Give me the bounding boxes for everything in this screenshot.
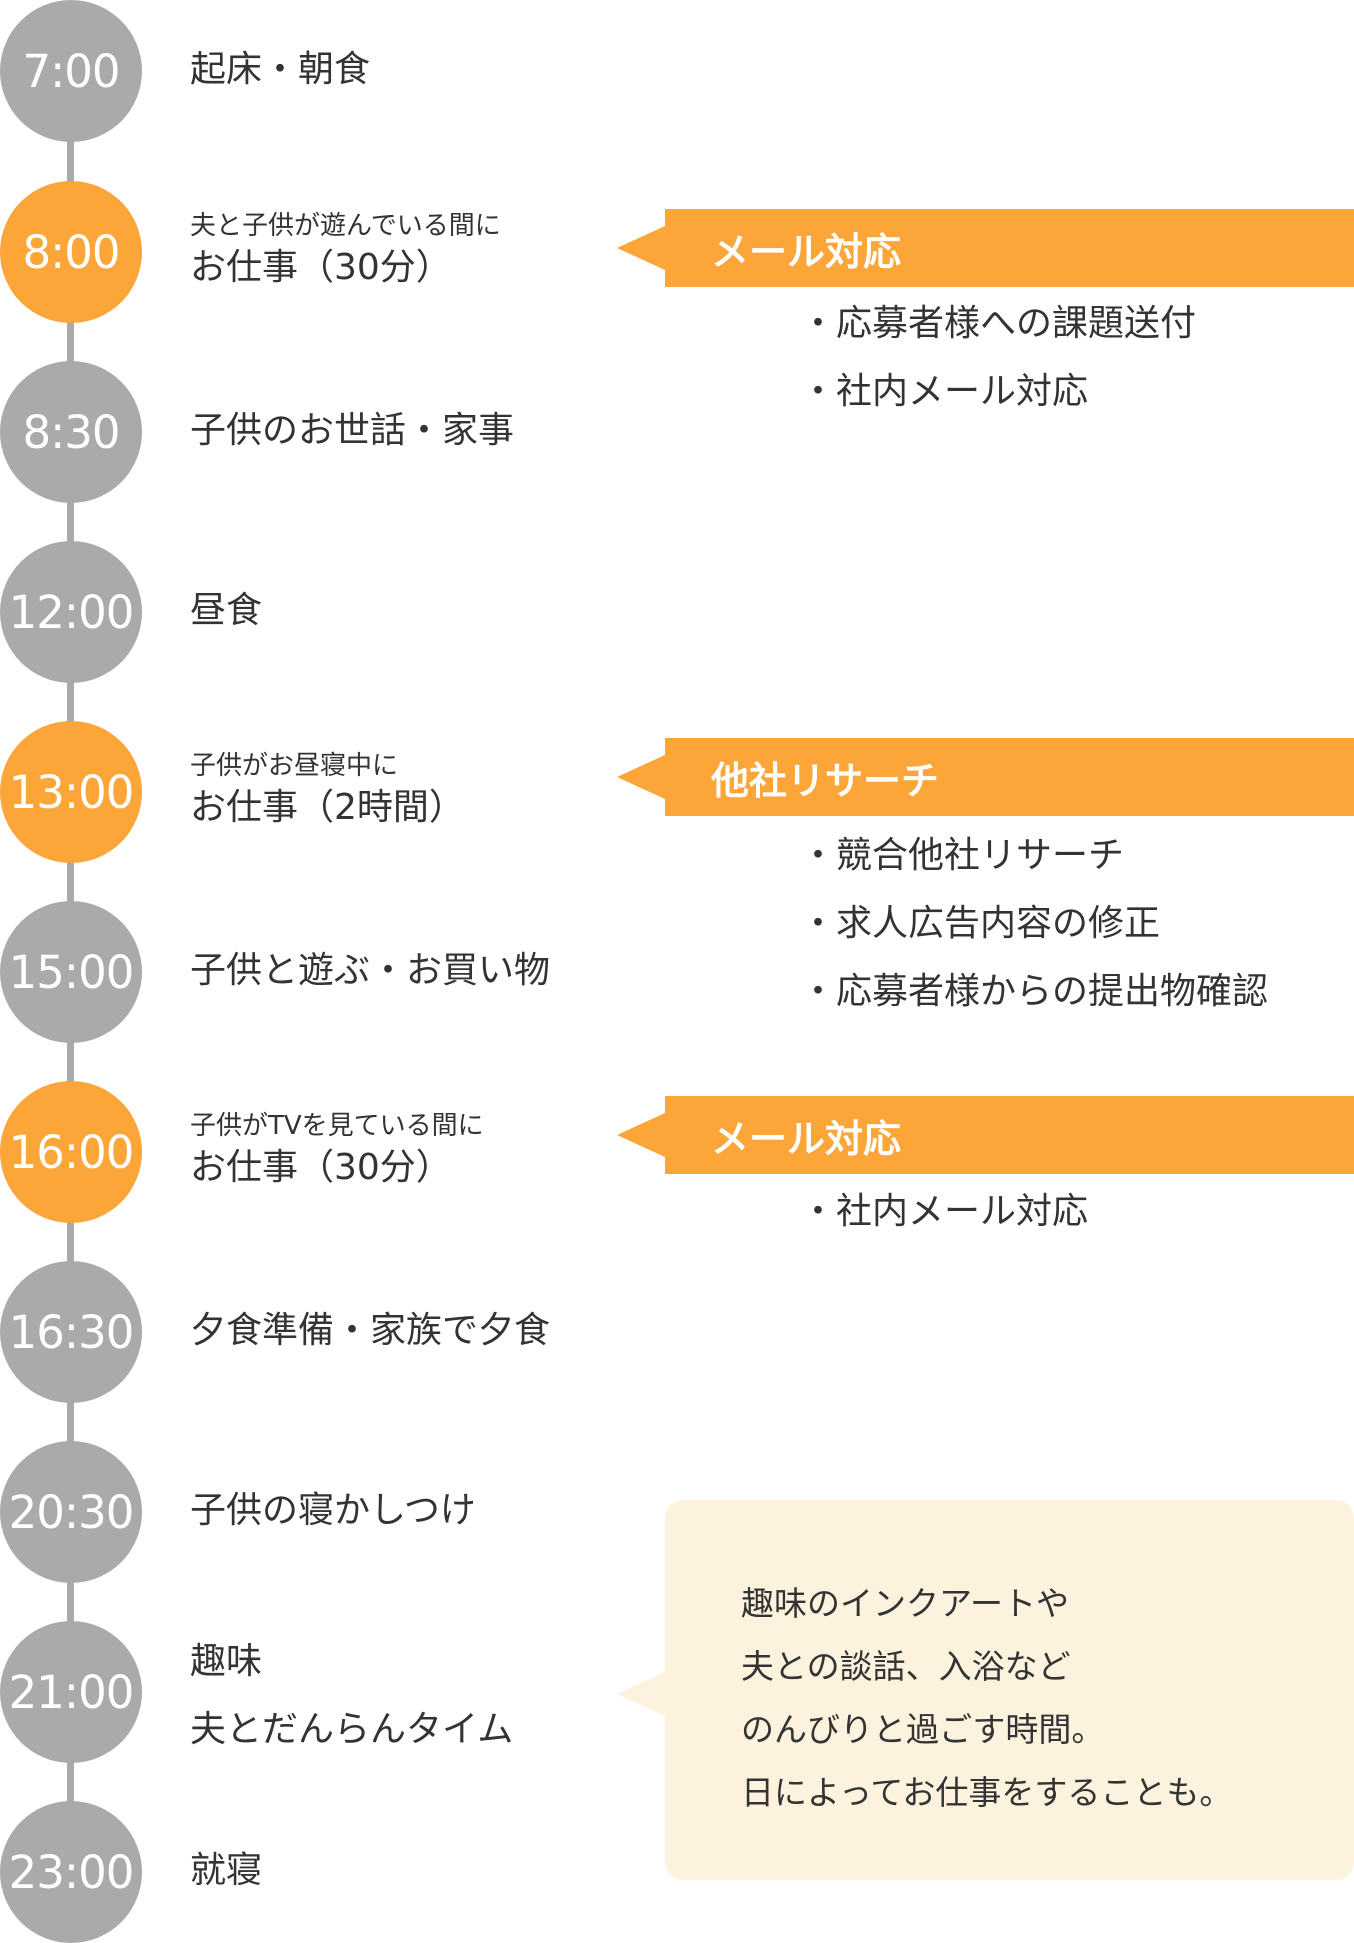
task-banner: メール対応 (617, 1096, 1354, 1174)
time-circle-work: 13:00 (0, 721, 142, 863)
time-circle-work: 8:00 (0, 181, 142, 323)
task-banner: メール対応 (617, 209, 1354, 287)
task-list: 競合他社リサーチ 求人広告内容の修正 応募者様からの提出物確認 (800, 822, 1268, 1026)
time-circle: 23:00 (0, 1801, 142, 1943)
activity: 趣味 夫とだんらんタイム (190, 1628, 513, 1764)
activity-label: お仕事（2時間） (190, 786, 465, 828)
activity-note: 子供がTVを見ている間に (190, 1111, 484, 1141)
task-item: 求人広告内容の修正 (800, 890, 1268, 958)
time-circle-work: 16:00 (0, 1081, 142, 1223)
activity-label: 子供のお世話・家事 (190, 410, 515, 451)
task-item: 競合他社リサーチ (800, 822, 1268, 890)
task-banner: 他社リサーチ (617, 738, 1354, 816)
activity: 子供と遊ぶ・お買い物 (190, 947, 550, 996)
time-circle: 8:30 (0, 361, 142, 503)
task-item: 社内メール対応 (800, 358, 1196, 426)
activity: 就寝 (190, 1847, 262, 1896)
task-list: 社内メール対応 (800, 1178, 1088, 1246)
activity-label: お仕事（30分） (190, 246, 452, 288)
activity: 子供のお世話・家事 (190, 407, 514, 456)
activity-label: 子供の寝かしつけ (190, 1490, 476, 1531)
time-circle: 16:30 (0, 1261, 142, 1403)
time-circle: 7:00 (0, 0, 142, 142)
activity-label: 夫とだんらんタイム (190, 1709, 514, 1750)
activity-label: 昼食 (190, 590, 263, 631)
activity-note: 子供がお昼寝中に (190, 751, 399, 781)
activity-label: 就寝 (190, 1850, 263, 1891)
activity: 夫と子供が遊んでいる間に お仕事（30分） (190, 210, 501, 292)
time-circle: 15:00 (0, 901, 142, 1043)
activity: 子供がお昼寝中に お仕事（2時間） (190, 750, 465, 832)
time-circle: 20:30 (0, 1441, 142, 1583)
note-line: 夫との談話、入浴など (741, 1647, 1071, 1686)
note-line: のんびりと過ごす時間。 (741, 1710, 1105, 1749)
activity: 子供の寝かしつけ (190, 1487, 476, 1536)
activity-label: 起床・朝食 (190, 49, 371, 90)
task-list: 応募者様への課題送付 社内メール対応 (800, 290, 1196, 426)
activity: 起床・朝食 (190, 46, 370, 95)
activity-label: お仕事（30分） (190, 1146, 452, 1188)
task-item: 応募者様への課題送付 (800, 290, 1196, 358)
note-line: 日によってお仕事をすることも。 (741, 1773, 1233, 1812)
time-circle: 12:00 (0, 541, 142, 683)
activity-label: 夕食準備・家族で夕食 (190, 1310, 551, 1351)
activity-note: 趣味 (190, 1641, 263, 1682)
hobby-note-bubble: 趣味のインクアートや 夫との談話、入浴など のんびりと過ごす時間。 日によってお… (617, 1500, 1354, 1880)
activity-note: 夫と子供が遊んでいる間に (190, 211, 501, 241)
activity: 昼食 (190, 587, 262, 636)
note-line: 趣味のインクアートや (741, 1584, 1070, 1623)
time-circle: 21:00 (0, 1621, 142, 1763)
activity: 夕食準備・家族で夕食 (190, 1307, 550, 1356)
task-item: 応募者様からの提出物確認 (800, 958, 1268, 1026)
activity-label: 子供と遊ぶ・お買い物 (190, 950, 551, 991)
task-item: 社内メール対応 (800, 1178, 1088, 1246)
activity: 子供がTVを見ている間に お仕事（30分） (190, 1110, 484, 1192)
